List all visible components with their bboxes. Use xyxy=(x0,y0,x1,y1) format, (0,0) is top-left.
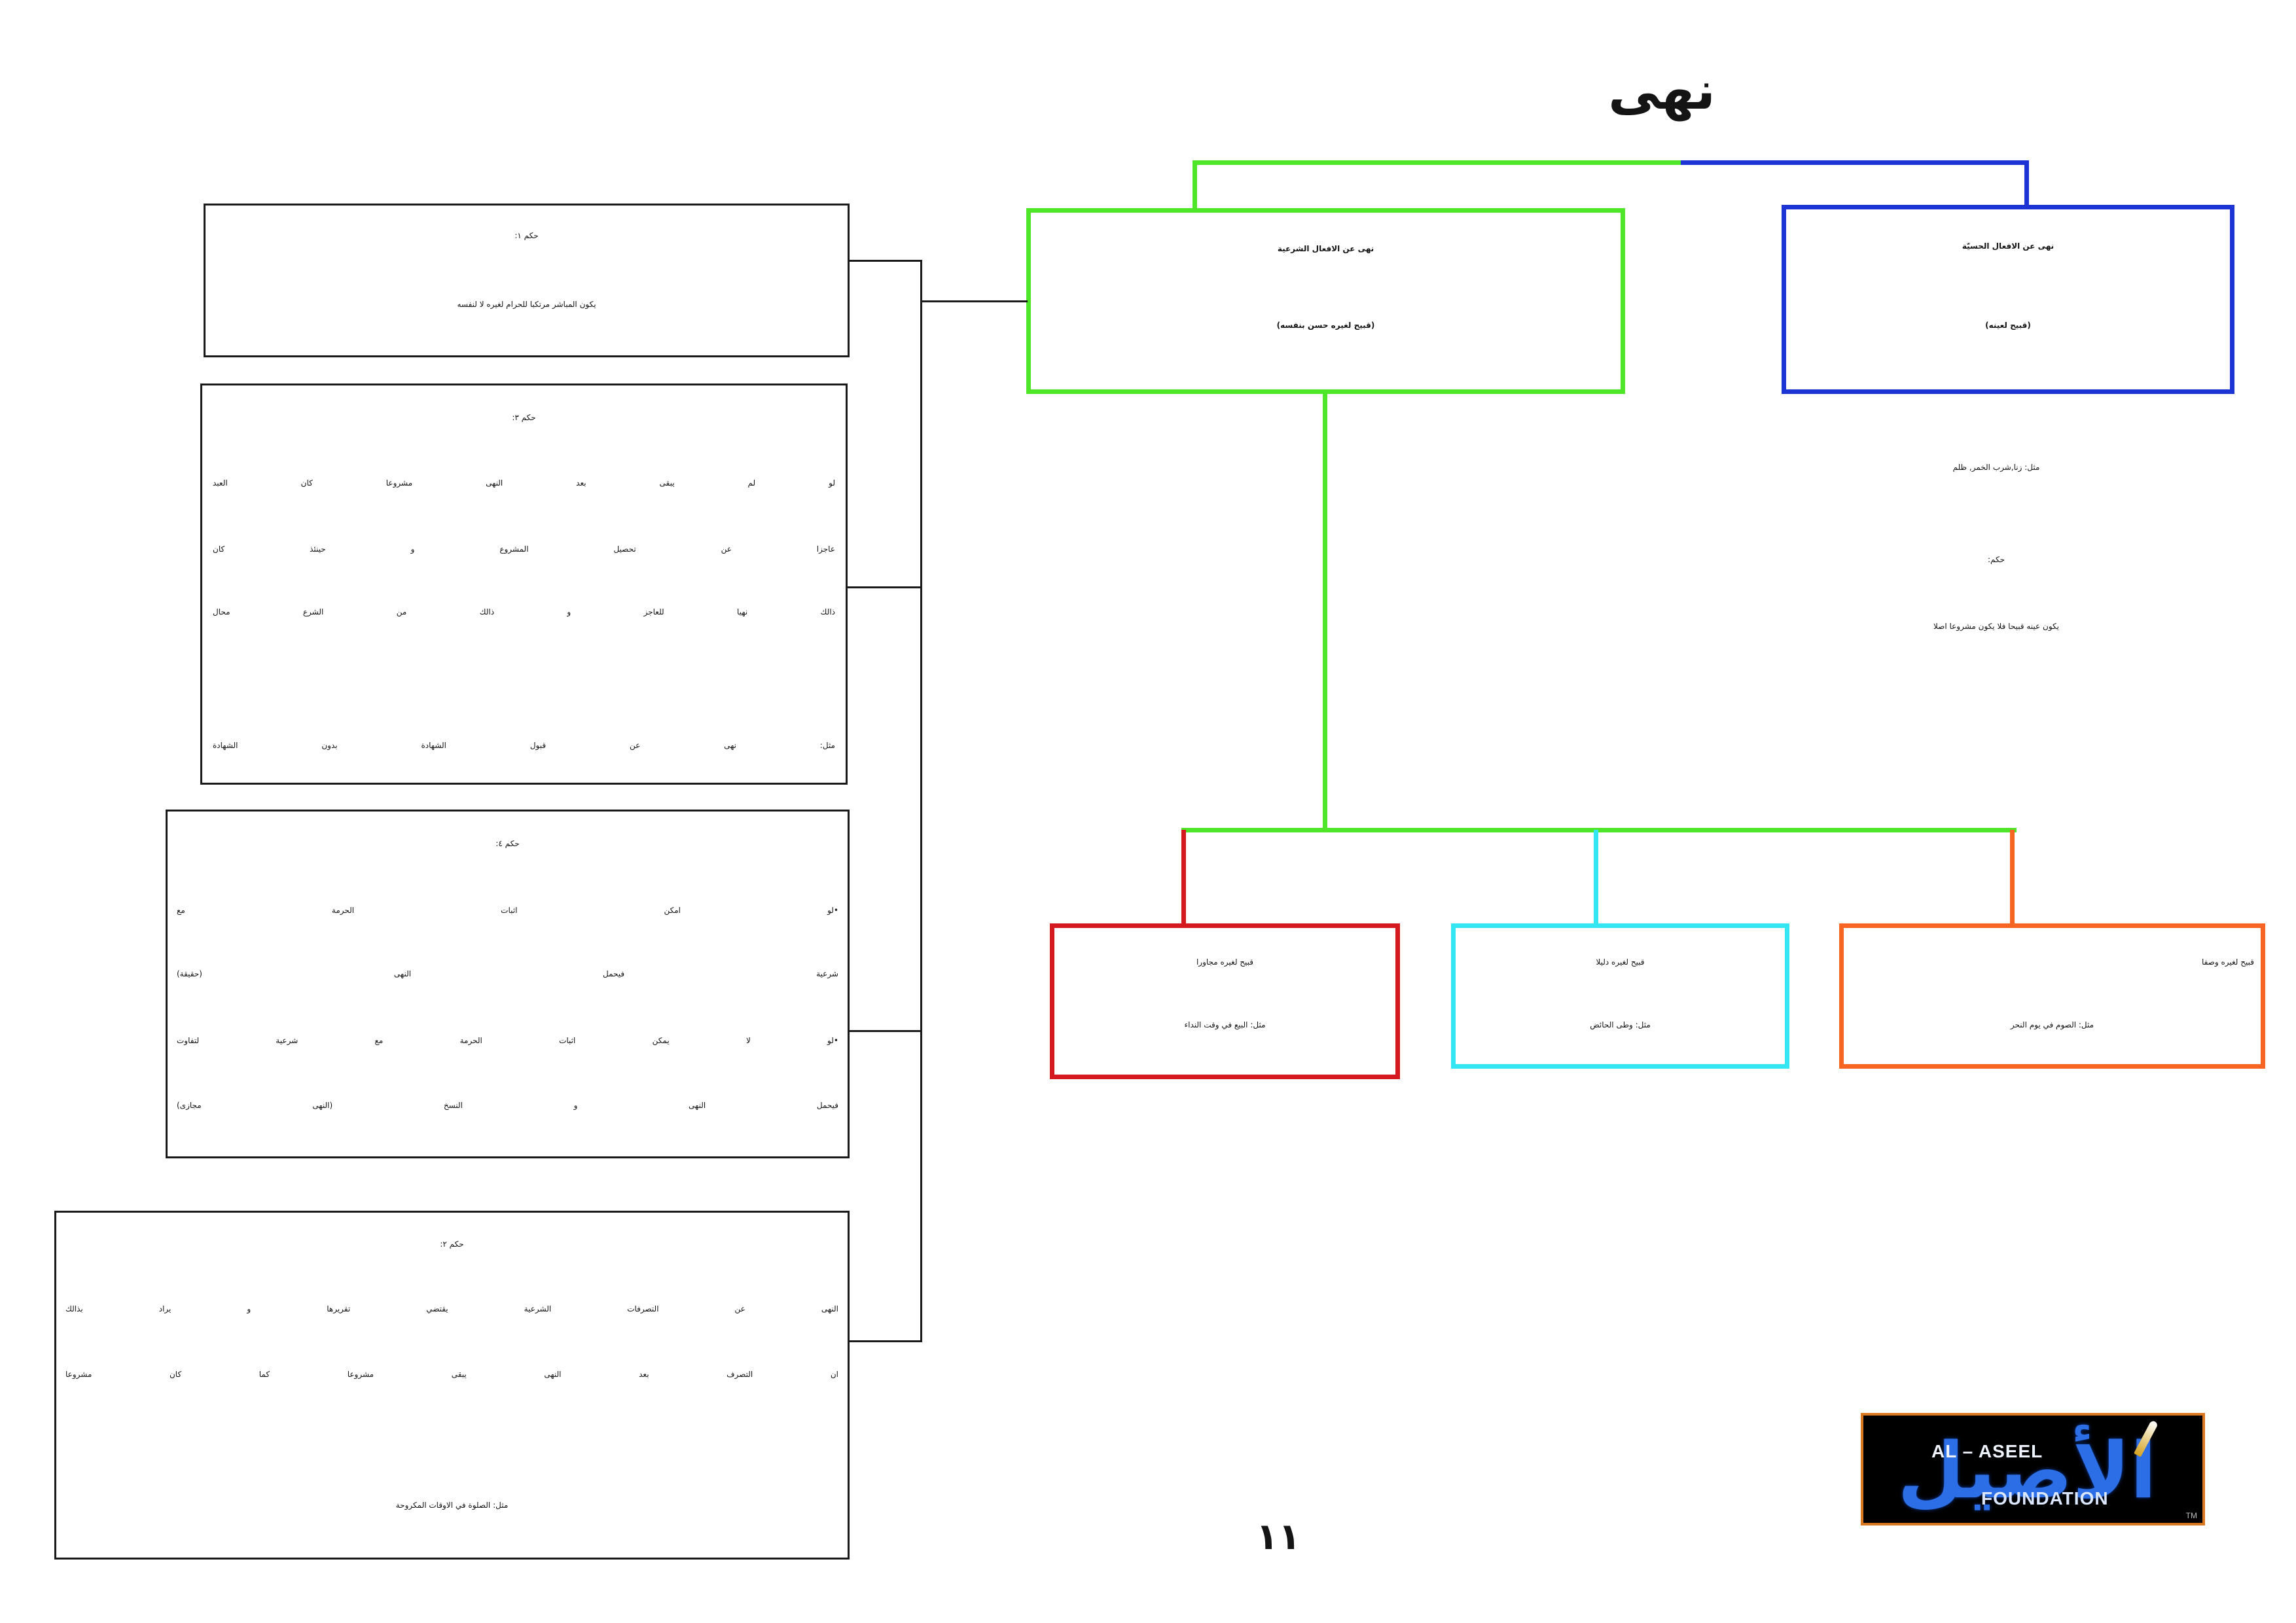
ruling-1-line: یکون المباشر مرتکبا للحرام لغیره لا لنفس… xyxy=(457,300,596,309)
connector-top-legal xyxy=(1193,160,1683,165)
ruling-3-box: حکم ٣: لو لم یبقی بعد النهی مشروعا کان ا… xyxy=(200,383,848,785)
connector-ruling-1 xyxy=(850,260,922,262)
ruling-2-example: مثل: الصلوة في الاوقات المکروحة xyxy=(395,1501,509,1510)
diagram-title: نهی xyxy=(1608,60,1715,121)
legal-acts-subtitle: (قبیح لغیره حسن بنفسه) xyxy=(1276,321,1375,330)
ruling-2-line: ان التصرف بعد النهی یبقی مشروعا کما کان … xyxy=(65,1370,838,1379)
ruling-4-line: •لو لا یمکن اثبات الحرمة مع شرعیة لتفاوت xyxy=(177,1036,838,1045)
subtype-attribute-title: قبیح لغیره وصفا xyxy=(2201,957,2254,967)
subtype-adjacent-box: قبیح لغیره مجاورا مثل: البیع في وقت الند… xyxy=(1050,923,1400,1079)
connector-ruling-4 xyxy=(850,1030,922,1032)
sensory-acts-subtitle: (قبیح لعینه) xyxy=(1985,321,2031,330)
subtype-evidence-title: قبیح لغیره دلیلا xyxy=(1596,957,1645,967)
connector-drop-evidence xyxy=(1594,830,1598,925)
ruling-4-line: فیحمل النهی و النسخ (النهی مجازی) xyxy=(177,1101,838,1110)
page-number: ١١ xyxy=(1255,1516,1301,1558)
sensory-acts-box: نهی عن الافعال الحسیّة (قبیح لعینه) xyxy=(1782,205,2234,394)
sensory-example: مثل: زنا,شرب الخمر, ظلم xyxy=(1952,463,2040,472)
subtype-adjacent-title: قبیح لغیره مجاورا xyxy=(1196,957,1254,967)
connector-drop-legal xyxy=(1193,160,1197,209)
sensory-acts-title: نهی عن الافعال الحسیّة xyxy=(1962,241,2054,251)
ruling-4-label: حکم ٤: xyxy=(495,839,520,848)
subtype-attribute-box: قبیح لغیره وصفا مثل: الصوم في یوم النحر xyxy=(1839,923,2265,1069)
logo-foundation-text: FOUNDATION xyxy=(1981,1488,2109,1508)
al-aseel-foundation-logo: الأصيل AL – ASEEL FOUNDATION TM xyxy=(1861,1413,2205,1525)
ruling-3-line: عاجزا عن تحصیل المشروع و حینئذ کان xyxy=(213,544,835,554)
connector-drop-attribute xyxy=(2010,830,2015,925)
connector-top-sensory xyxy=(1681,160,2029,165)
connector-drop-adjacent xyxy=(1181,830,1186,925)
subtype-attribute-example: مثل: الصوم في یوم النحر xyxy=(2010,1020,2094,1029)
ruling-2-line: النهی عن التصرفات الشرعیة یقتضي تقریرها … xyxy=(65,1304,838,1313)
ruling-4-line: •لو امکن اثبات الحرمة مع xyxy=(177,906,838,915)
subtype-adjacent-example: مثل: البیع في وقت النداء xyxy=(1184,1020,1266,1029)
sensory-ruling-text: یکون عینه قبیحا فلا یکون مشروعا اصلا xyxy=(1933,622,2059,631)
ruling-1-label: حکم ١: xyxy=(514,231,539,240)
connector-ruling-2 xyxy=(850,1340,922,1342)
connector-drop-sensory xyxy=(2024,160,2029,206)
ruling-1-box: حکم ١: یکون المباشر مرتکبا للحرام لغیره … xyxy=(204,204,850,357)
connector-subtype-bar xyxy=(1181,828,2017,832)
ruling-2-box: حکم ٢: النهی عن التصرفات الشرعیة یقتضي ت… xyxy=(54,1211,850,1560)
ruling-3-label: حکم ٣: xyxy=(512,413,536,422)
ruling-4-box: حکم ٤: •لو امکن اثبات الحرمة مع شرعیة فی… xyxy=(166,810,850,1158)
ruling-3-line: لو لم یبقی بعد النهی مشروعا کان العبد xyxy=(213,478,835,488)
logo-name-text: AL – ASEEL xyxy=(1931,1441,2043,1461)
ruling-3-example: مثل: نهی عن قبول الشهادة بدون الشهادة xyxy=(213,741,835,750)
ruling-2-label: حکم ٢: xyxy=(440,1240,464,1249)
logo-arabic-wordmark: الأصيل xyxy=(1897,1425,2157,1516)
legal-acts-box: نهی عن الافعال الشرعیة (قبیح لغیره حسن ب… xyxy=(1026,208,1625,394)
connector-rulings-spine xyxy=(920,260,922,1342)
connector-legal-trunk xyxy=(1323,393,1327,832)
connector-ruling-3 xyxy=(848,586,922,588)
ruling-3-line: ذالك نهیا للعاجز و ذالك من الشرع محال xyxy=(213,607,835,616)
legal-acts-title: نهی عن الافعال الشرعیة xyxy=(1277,244,1374,253)
logo-trademark: TM xyxy=(2185,1511,2197,1520)
subtype-evidence-example: مثل: وطی الحائض xyxy=(1590,1020,1651,1029)
connector-legal-to-rulings xyxy=(921,300,1028,302)
ruling-4-line: شرعیة فیحمل النهی (حقیقة) xyxy=(177,969,838,978)
subtype-evidence-box: قبیح لغیره دلیلا مثل: وطی الحائض xyxy=(1451,923,1789,1069)
sensory-ruling-label: حکم: xyxy=(1987,555,2005,564)
